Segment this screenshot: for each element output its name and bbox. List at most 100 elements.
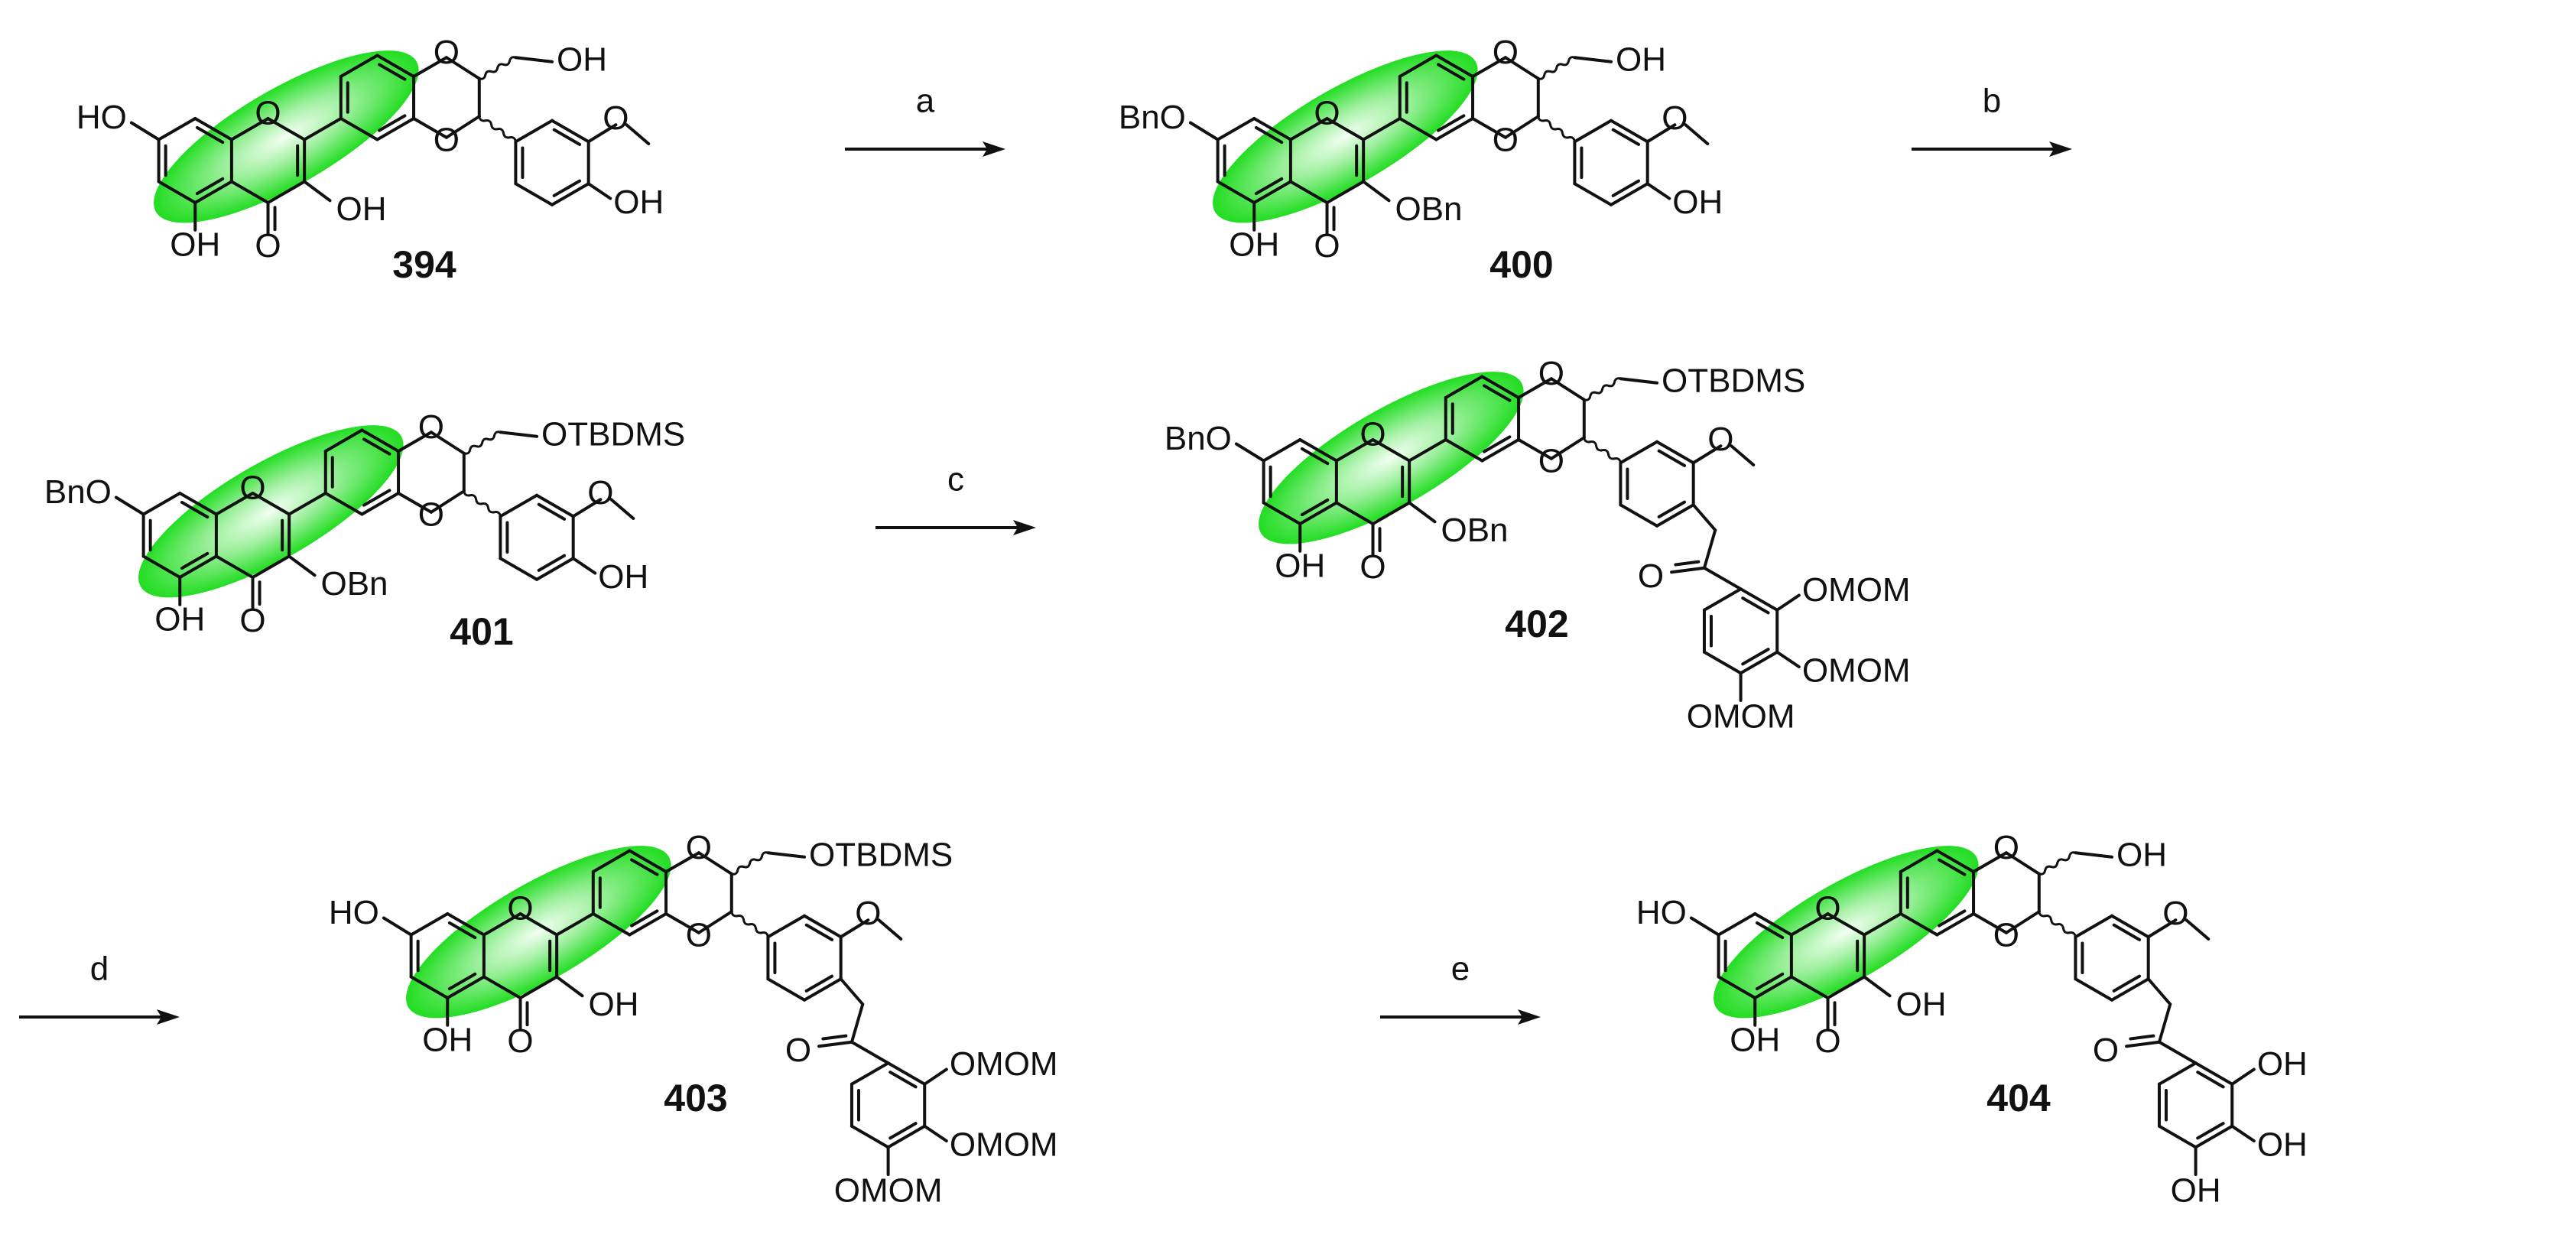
side-chain-label: OH xyxy=(1616,41,1666,78)
keto-bond xyxy=(849,1002,865,1044)
ring-e-substituent-bond xyxy=(923,1067,948,1086)
step-label-e: e xyxy=(1451,950,1470,988)
c3-substituent-label: OH xyxy=(1895,986,1946,1023)
ring-c-bond xyxy=(266,117,307,141)
ring-d-bond xyxy=(551,182,590,206)
dioxane-o-bottom-label: O xyxy=(1993,916,2019,954)
ring-e-bond-inner xyxy=(2196,1122,2225,1140)
aryl-oh-bond xyxy=(571,557,597,575)
dioxane-o-top-label: O xyxy=(418,408,444,446)
ring-e-bond-inner xyxy=(888,1071,918,1089)
dioxane-bond xyxy=(1972,912,2008,934)
aryl-wavy-bond xyxy=(1537,115,1576,142)
ring-o-label: O xyxy=(255,95,281,132)
arrow-head-e xyxy=(1518,1009,1541,1025)
c7-o-bond xyxy=(114,496,145,516)
dioxane-bond xyxy=(1517,438,1553,460)
side-chain-label: OH xyxy=(557,41,607,78)
c3-substituent-label: OBn xyxy=(320,565,388,603)
dioxane-o-top-label: O xyxy=(434,34,460,71)
ring-d-bond-inner xyxy=(537,502,567,521)
ring-a-bond xyxy=(193,180,233,204)
ring-a-bond xyxy=(157,117,197,141)
ring-a-bond-inner xyxy=(1254,125,1284,145)
dioxane-bond xyxy=(412,117,448,139)
c2-aryl-bond xyxy=(1863,912,1902,937)
c5-substituent-label: OH xyxy=(1730,1021,1780,1058)
ring-b-bond-inner xyxy=(1483,384,1512,402)
dioxane-o-bottom-label: O xyxy=(418,496,444,533)
ring-d-bond xyxy=(551,119,590,144)
ring-b-bond-inner xyxy=(1483,435,1512,453)
ring-b-bond xyxy=(1434,117,1475,141)
bond-layer xyxy=(114,54,2256,1176)
side-chain-wavy-bond xyxy=(731,851,768,876)
methoxy-bond xyxy=(2146,918,2178,939)
ring-c-bond xyxy=(214,492,255,516)
ring-b-bond xyxy=(375,54,416,78)
ring-a-bond-inner xyxy=(1755,972,1785,991)
ring-a-bond xyxy=(409,975,450,999)
ring-c-bond xyxy=(482,912,522,937)
ring-e-substituent-bond xyxy=(2230,1124,2256,1142)
ring-a-bond xyxy=(1298,501,1338,525)
ring-d-bond xyxy=(2110,914,2150,939)
ring-d-bond-inner xyxy=(1657,500,1687,518)
ring-d-bond-inner xyxy=(2112,974,2142,993)
ring-a-bond-inner xyxy=(1755,921,1785,940)
step-label-d: d xyxy=(90,950,109,988)
ring-d-bond xyxy=(1573,119,1613,144)
dioxane-o-top-label: O xyxy=(1993,829,2019,866)
ring-d-bond xyxy=(2074,914,2114,939)
dioxane-bond xyxy=(664,851,700,873)
ring-o-label: O xyxy=(507,890,533,928)
ring-b-bond-inner xyxy=(362,437,391,456)
ring-d-bond xyxy=(803,977,843,1002)
ring-e-bond-inner xyxy=(1741,596,1770,615)
methoxy-bond xyxy=(1645,123,1677,144)
ring-b-bond xyxy=(1899,849,1939,873)
c7-substituent-label: BnO xyxy=(1119,99,1186,136)
aryl-oh-label: OH xyxy=(598,558,648,596)
ring-d-bond xyxy=(514,182,554,206)
c2-aryl-bond xyxy=(303,117,343,141)
methoxy-o-label: O xyxy=(2162,895,2188,932)
ring-e-substituent-3-label: OMOM xyxy=(1687,698,1795,736)
dioxane-bond xyxy=(1503,115,1540,139)
dioxane-bond xyxy=(429,489,466,514)
ring-a-bond-inner xyxy=(180,551,210,570)
ring-b-bond xyxy=(1480,375,1521,399)
ring-d-bond xyxy=(766,914,807,939)
ring-o-label: O xyxy=(1314,95,1340,132)
ketone-bond-inner xyxy=(2129,1034,2155,1041)
compound-number-400: 400 xyxy=(1489,243,1553,286)
ring-b-bond-inner xyxy=(630,858,659,876)
c3-substituent-label: OH xyxy=(336,190,386,228)
c7-substituent-label: BnO xyxy=(1165,420,1232,457)
c5-substituent-label: OH xyxy=(154,600,205,638)
aryl-oh-label: OH xyxy=(613,184,664,221)
ring-a-bond-inner xyxy=(195,177,225,196)
c3-o-bond xyxy=(1408,501,1437,524)
side-chain-bond xyxy=(499,431,539,438)
ring-e-substituent-3-label: OH xyxy=(2171,1172,2221,1210)
keto-bond xyxy=(2157,1002,2172,1044)
ring-e-substituent-2-label: OMOM xyxy=(1802,652,1911,690)
side-chain-bond xyxy=(1573,56,1613,63)
c5-substituent-label: OH xyxy=(422,1021,473,1058)
chromone-highlight-404 xyxy=(1714,846,1979,1019)
dioxane-bond xyxy=(2004,851,2041,876)
ring-c-bond xyxy=(518,912,559,937)
dioxane-bond xyxy=(1471,56,1507,78)
benzyl-bond xyxy=(1691,503,1717,532)
c5-substituent-label: OH xyxy=(170,226,220,263)
methoxy-o-label: O xyxy=(587,474,613,512)
aroyl-bond xyxy=(1702,566,1743,591)
ring-a-bond-inner xyxy=(447,921,477,940)
carbonyl-o-label: O xyxy=(1314,227,1340,265)
ketone-bond xyxy=(2125,1040,2161,1048)
ring-d-bond-inner xyxy=(1657,449,1687,467)
methoxy-o-label: O xyxy=(1662,99,1688,137)
ring-o-label: O xyxy=(1814,890,1840,928)
ring-e-substituent-bond xyxy=(923,1124,948,1142)
